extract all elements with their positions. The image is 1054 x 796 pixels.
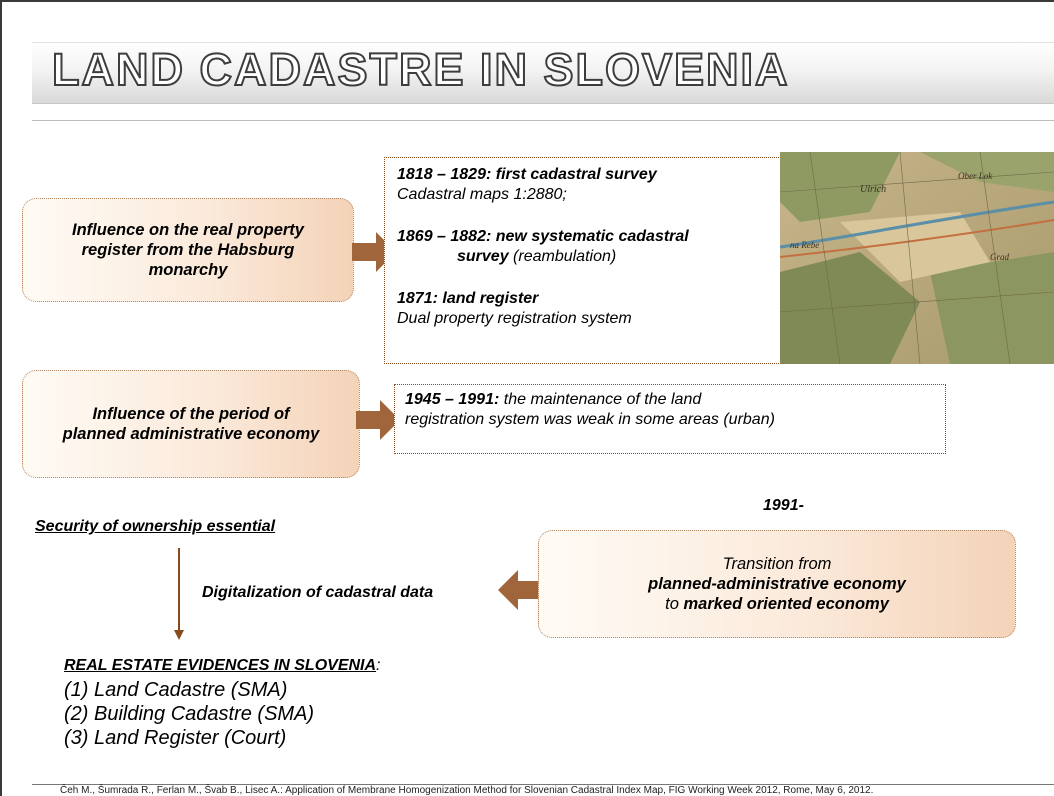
period-bold: 1945 – 1991: [405,391,500,408]
history-line-2: 1869 – 1882: new systematic cadastral [397,228,689,245]
security-heading: Security of ownership essential [35,518,276,535]
transition-line-3: to marked oriented economy [665,594,889,614]
evidences-heading: REAL ESTATE EVIDENCES IN SLOVENIA: [64,657,381,675]
period-line-1: 1945 – 1991: the maintenance of the land [405,390,935,410]
history-line-1: 1818 – 1829: first cadastral survey [397,166,657,183]
year-1991: 1991- [763,497,804,514]
historic-cadastral-map-image: Ober Lok Ulrich Grad na Rebe [780,152,1054,364]
slide-title: LAND CADASTRE IN SLOVENIA [51,43,790,96]
digitalization-text: Digitalization of cadastral data [202,584,434,601]
transition-box: Transition from planned-administrative e… [538,530,1016,638]
transition-line-2: planned-administrative economy [648,575,906,593]
map-label-b: Ulrich [860,184,886,195]
title-bar [32,42,1054,104]
history-line-2-tail: (reambulation) [508,248,617,265]
evidences-heading-text: REAL ESTATE EVIDENCES IN SLOVENIA [64,657,377,674]
map-label-d: na Rebe [790,240,819,250]
arrow-right-icon [356,400,400,440]
transition-line-1: Transition from [722,555,832,573]
period-box: 1945 – 1991: the maintenance of the land… [394,384,946,454]
history-box: 1818 – 1829: first cadastral survey Cada… [384,157,781,364]
map-label-a: Ober Lok [958,171,993,181]
period-line-2: registration system was weak in some are… [405,411,775,428]
arrow-left-icon [498,570,542,610]
planned-economy-box: Influence of the period of planned admin… [22,370,360,478]
evidences-colon: : [376,657,381,674]
title-divider [32,120,1054,121]
map-label-c: Grad [990,252,1010,262]
evidence-item: (3) Land Register (Court) [64,727,287,749]
footer-divider [32,784,1054,785]
history-line-1-sub: Cadastral maps 1:2880; [397,186,567,203]
evidences-list: (1) Land Cadastre (SMA) (2) Building Cad… [64,678,314,750]
transition-line-3-prefix: to [665,595,684,613]
habsburg-influence-text: Influence on the real property register … [72,221,304,279]
transition-line-3-bold: marked oriented economy [683,595,889,613]
history-line-3: 1871: land register [397,290,539,307]
period-text-1: the maintenance of the land [499,391,702,408]
history-line-3-sub: Dual property registration system [397,310,632,327]
evidence-item: (2) Building Cadastre (SMA) [64,703,315,725]
footer-citation: Čeh M., Šumrada R., Ferlan M., Švab B., … [60,785,874,796]
history-line-2-bold: survey [457,248,509,265]
arrow-down-icon [174,548,184,640]
habsburg-influence-box: Influence on the real property register … [22,198,354,302]
planned-economy-text: Influence of the period of planned admin… [62,405,320,443]
history-line-2-cont: survey (reambulation) [397,247,768,267]
evidence-item: (1) Land Cadastre (SMA) [64,679,288,701]
